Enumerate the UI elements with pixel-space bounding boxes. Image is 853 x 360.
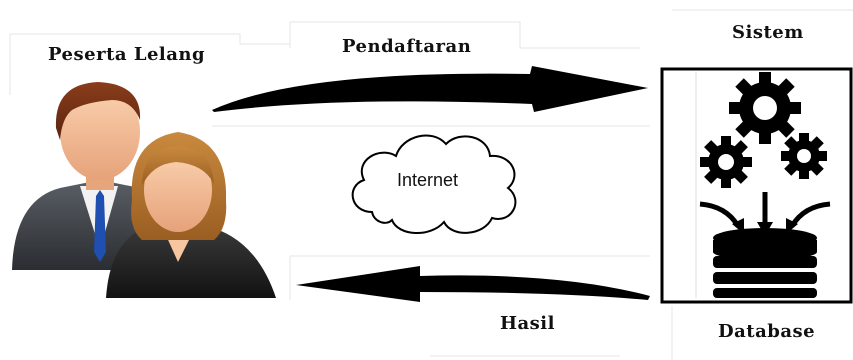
pendaftaran-label: Pendaftaran [342, 36, 472, 57]
hasil-label: Hasil [500, 313, 555, 334]
database-label: Database [718, 321, 816, 342]
users-icon [12, 82, 276, 298]
system-label: Sistem [732, 22, 804, 43]
internet-label: Internet [397, 170, 459, 190]
label-panels [9, 9, 853, 360]
database-icon [699, 192, 831, 298]
arrow-hasil [296, 266, 650, 302]
arrow-pendaftaran [212, 66, 648, 112]
actor-label: Peserta Lelang [48, 44, 206, 65]
gears-icon [700, 72, 827, 188]
cloud-icon [351, 134, 517, 235]
